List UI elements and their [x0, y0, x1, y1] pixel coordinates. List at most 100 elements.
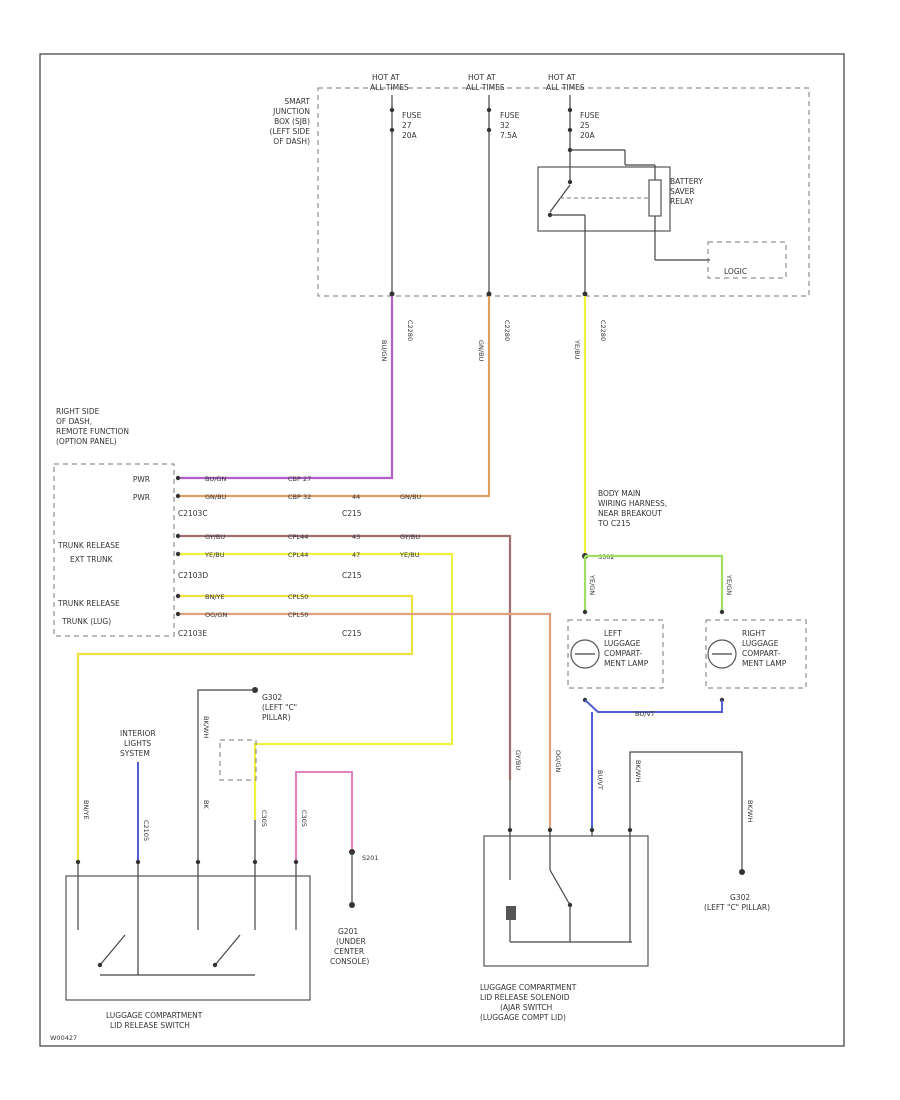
footer-code: W00427 — [50, 1034, 77, 1042]
sjb-connector-label: C2280 — [406, 320, 414, 341]
lamp-wire-label: BU/VT — [635, 710, 655, 718]
wire-orange-gnbu: GN/BU — [178, 296, 491, 498]
conn-row-4: YE/BU CPL44 47 YE/BU — [175, 551, 454, 820]
fuse-27: FUSE 27 20A — [389, 95, 422, 140]
left-luggage-lamp: LEFT LUGGAGE COMPART- MENT LAMP — [567, 609, 664, 703]
solenoid-wire-label: BK/WH — [746, 800, 754, 822]
ground-label-line: (LEFT "C" — [262, 703, 297, 712]
ground-label-line: G302 — [730, 893, 750, 902]
ground-g302-top: G302 (LEFT "C" PILLAR) — [197, 687, 297, 820]
sol-label-line: LUGGAGE COMPARTMENT — [480, 983, 577, 992]
switch-wire-label: BN/YE — [82, 800, 90, 820]
row-left-label: PWR — [133, 475, 150, 484]
sjb-connector-label: C2280 — [599, 320, 607, 341]
row-wire: GN/BU — [205, 493, 227, 501]
ground-label-line: PILLAR) — [262, 713, 291, 722]
ground-g302-right: G302 (LEFT "C" PILLAR) — [704, 893, 770, 912]
row-circuit: CPL50 — [288, 611, 308, 619]
lid-release-switch-contacts — [75, 820, 299, 976]
row-circuit: CPL44 — [288, 533, 308, 541]
switch-wire-label: C2105 — [142, 820, 150, 841]
sjb-label-line: BOX (SJB) — [274, 117, 310, 126]
row-circuit: CBP 32 — [288, 493, 311, 501]
sjb-label-line: JUNCTION — [272, 107, 310, 116]
sjb-connector-label: C2280 — [503, 320, 511, 341]
remote-function-box — [53, 463, 175, 637]
side-label: TRUNK RELEASE — [57, 599, 120, 608]
lamp-wire-label: YE/GN — [725, 574, 733, 595]
lamp-label-line: LEFT — [604, 629, 622, 638]
switch-wire-label: BK — [202, 800, 210, 809]
rrf-label-line: OF DASH, — [56, 417, 92, 426]
ground-label-line: G201 — [338, 927, 358, 936]
feed-cond: ALL TIMES — [466, 83, 505, 92]
sjb-label-line: SMART — [284, 97, 310, 106]
conn-row-3: GY/BU CPL44 43 GY/BU — [175, 533, 512, 780]
feed-hot: HOT AT — [468, 73, 496, 82]
conn-id: C2103C — [178, 509, 208, 518]
lid-release-solenoid-box — [483, 835, 649, 967]
top-feed-2: HOT AT ALL TIMES — [466, 73, 505, 92]
sol-label-line: LID RELEASE SOLENOID — [480, 993, 570, 1002]
ground-label-line: CONSOLE) — [330, 957, 369, 966]
right-luggage-lamp: RIGHT LUGGAGE COMPART- MENT LAMP — [705, 609, 807, 703]
conn-id: C215 — [342, 629, 362, 638]
fuse-amp: 20A — [402, 131, 418, 140]
solenoid-wire-label: BU/VT — [596, 770, 604, 790]
lamp-label-line: LUGGAGE — [742, 639, 779, 648]
feed-cond: ALL TIMES — [370, 83, 409, 92]
wire-purple-bugn: BU/GN — [178, 296, 394, 480]
lamp-label-line: COMPART- — [742, 649, 780, 658]
feed-hot: HOT AT — [548, 73, 576, 82]
isw-label-line: LIGHTS — [124, 739, 151, 748]
row-wire: GY/BU — [205, 533, 225, 541]
battery-saver-relay — [537, 166, 671, 232]
relay-coil — [648, 165, 710, 261]
fuse-32: FUSE 32 7.5A — [486, 95, 520, 140]
row-wire: OG/GN — [205, 611, 227, 619]
lamp-wire-label: YE/GN — [588, 574, 596, 595]
row-wire: BN/YE — [205, 593, 225, 601]
lamp-label-line: COMPART- — [604, 649, 642, 658]
solenoid-label: LUGGAGE COMPARTMENT LID RELEASE SOLENOID… — [480, 983, 577, 1022]
conn-id: C2103D — [178, 571, 208, 580]
solenoid-wire-label: BK/WH — [634, 760, 642, 782]
rrf-label-line: REMOTE FUNCTION — [56, 427, 129, 436]
ground-g201-label: G201 (UNDER CENTER CONSOLE) — [330, 927, 369, 966]
conn-row-5: BN/YE CPL50 — [76, 593, 414, 860]
body-harness-label: BODY MAIN WIRING HARNESS, NEAR BREAKOUT … — [597, 489, 667, 528]
solenoid-wire-label: GY/BU — [514, 750, 522, 770]
row-pin: 47 — [352, 551, 360, 559]
fuse-name: FUSE — [580, 111, 600, 120]
row-circuit: CBP 27 — [288, 475, 311, 483]
row-pin: 43 — [352, 533, 360, 541]
body-harness-line: NEAR BREAKOUT — [598, 509, 662, 518]
fuse-amp: 7.5A — [500, 131, 518, 140]
lcsw-label-line: LID RELEASE SWITCH — [110, 1021, 190, 1030]
fuse-num: 32 — [500, 121, 510, 130]
rrf-label: RIGHT SIDE OF DASH, REMOTE FUNCTION (OPT… — [56, 407, 129, 446]
sol-label-line: (AJAR SWITCH — [500, 1003, 552, 1012]
solenoid-wire-label: OG/GN — [554, 750, 562, 772]
wire-yellow-yebu-top: YE/BU — [573, 296, 587, 556]
wire-label: BU/GN — [380, 340, 388, 361]
rrf-label-line: (OPTION PANEL) — [56, 437, 117, 446]
row-wire: BU/GN — [205, 475, 226, 483]
lid-release-switch-label: LUGGAGE COMPARTMENT LID RELEASE SWITCH — [106, 1011, 203, 1030]
sol-label-line: (LUGGAGE COMPT LID) — [480, 1013, 566, 1022]
row-out: GY/BU — [400, 533, 420, 541]
fuse-num: 27 — [402, 121, 412, 130]
sjb-box — [317, 87, 810, 297]
sjb-connectors: C2280 C2280 C2280 — [389, 291, 607, 341]
feed-hot: HOT AT — [372, 73, 400, 82]
diagram-frame — [39, 53, 845, 1047]
relay-label-line: BATTERY — [670, 177, 703, 186]
fuse-25: FUSE 25 20A — [567, 95, 600, 160]
switch-wire-label: BK/WH — [202, 716, 210, 738]
fuse-name: FUSE — [402, 111, 422, 120]
row-pin: 44 — [352, 493, 360, 501]
top-feed-1: HOT AT ALL TIMES — [370, 73, 409, 92]
row-left-label: PWR — [133, 493, 150, 502]
